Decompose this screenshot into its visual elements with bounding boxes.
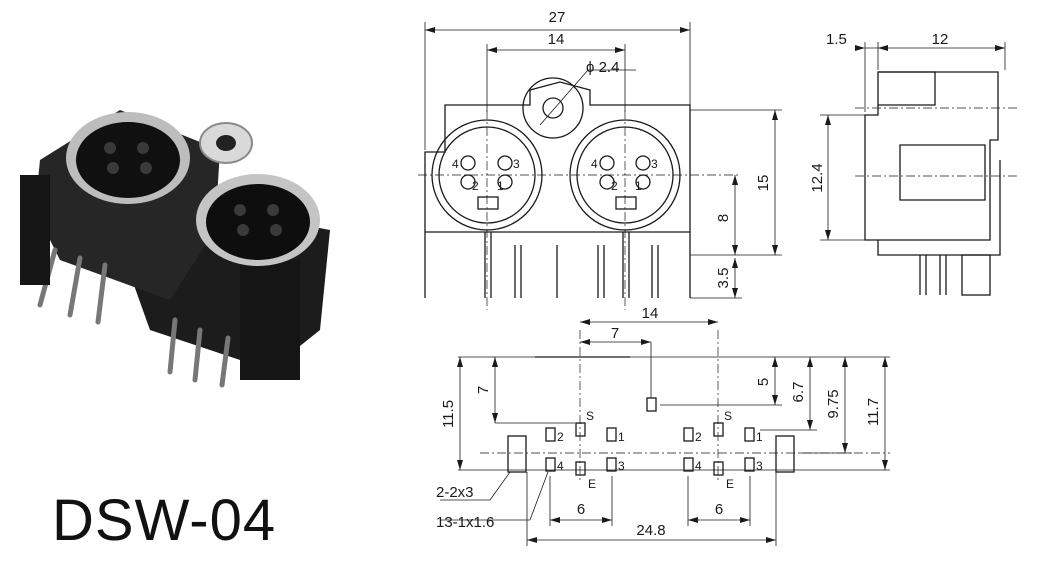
dim-socket-pitch: 14	[548, 31, 565, 48]
fp-pad-1-left: 1	[618, 430, 625, 444]
model-label: DSW-04	[52, 488, 277, 553]
footprint-view: 14 7 5 6.7 9.75 11.7 7 11.5 6 6 24.8 S 2…	[436, 305, 890, 546]
pin-label-3-left: 3	[513, 157, 520, 171]
fp-dim-14: 14	[642, 305, 659, 322]
dim-side-12: 12	[932, 31, 949, 48]
pin-label-2-left: 2	[472, 179, 479, 193]
dim-height-15: 15	[755, 175, 772, 192]
dim-side-12-4: 12.4	[809, 163, 826, 192]
fp-dim-24-8: 24.8	[636, 522, 665, 539]
fp-dim-7-top: 7	[611, 325, 619, 342]
dim-leg-3-5: 3.5	[715, 268, 732, 289]
fp-pad-s-right: S	[724, 409, 732, 423]
fp-pad-s-left: S	[586, 409, 594, 423]
fp-pad-2-right: 2	[695, 430, 702, 444]
fp-dim-5: 5	[755, 378, 772, 386]
fp-pad-e-left: E	[588, 477, 596, 491]
fp-pad-4-right: 4	[695, 459, 702, 473]
fp-note-big-pads: 2-2x3	[436, 484, 474, 501]
front-view: 27 14 ϕ 2.4 15 8 3.5 4 3 2 1 4 3 2 1	[418, 9, 782, 310]
pin-label-1-left: 1	[497, 179, 504, 193]
side-view: 1.5 12 12.4	[809, 31, 1020, 296]
product-photo	[20, 110, 330, 388]
fp-dim-6-left: 6	[577, 501, 585, 518]
pin-label-2-right: 2	[611, 179, 618, 193]
dim-width-total: 27	[549, 9, 566, 26]
fp-pad-3-right: 3	[756, 459, 763, 473]
fp-dim-6-7: 6.7	[790, 382, 807, 403]
dim-side-1-5: 1.5	[826, 31, 847, 48]
pin-label-4-right: 4	[591, 157, 598, 171]
fp-pad-2-left: 2	[557, 430, 564, 444]
dim-height-8: 8	[715, 214, 732, 222]
fp-pad-3-left: 3	[618, 459, 625, 473]
pin-label-1-right: 1	[635, 179, 642, 193]
fp-pad-e-right: E	[726, 477, 734, 491]
fp-dim-11-5: 11.5	[440, 400, 457, 428]
fp-dim-6-right: 6	[715, 501, 723, 518]
dim-hole-diameter: ϕ 2.4	[586, 59, 619, 76]
fp-pad-4-left: 4	[557, 459, 564, 473]
pin-label-3-right: 3	[651, 157, 658, 171]
fp-dim-9-75: 9.75	[825, 389, 842, 418]
fp-dim-7-left: 7	[475, 386, 492, 394]
fp-dim-11-7: 11.7	[865, 398, 882, 426]
pin-label-4-left: 4	[452, 157, 459, 171]
fp-note-small-pads: 13-1x1.6	[436, 514, 494, 531]
fp-pad-1-right: 1	[756, 430, 763, 444]
